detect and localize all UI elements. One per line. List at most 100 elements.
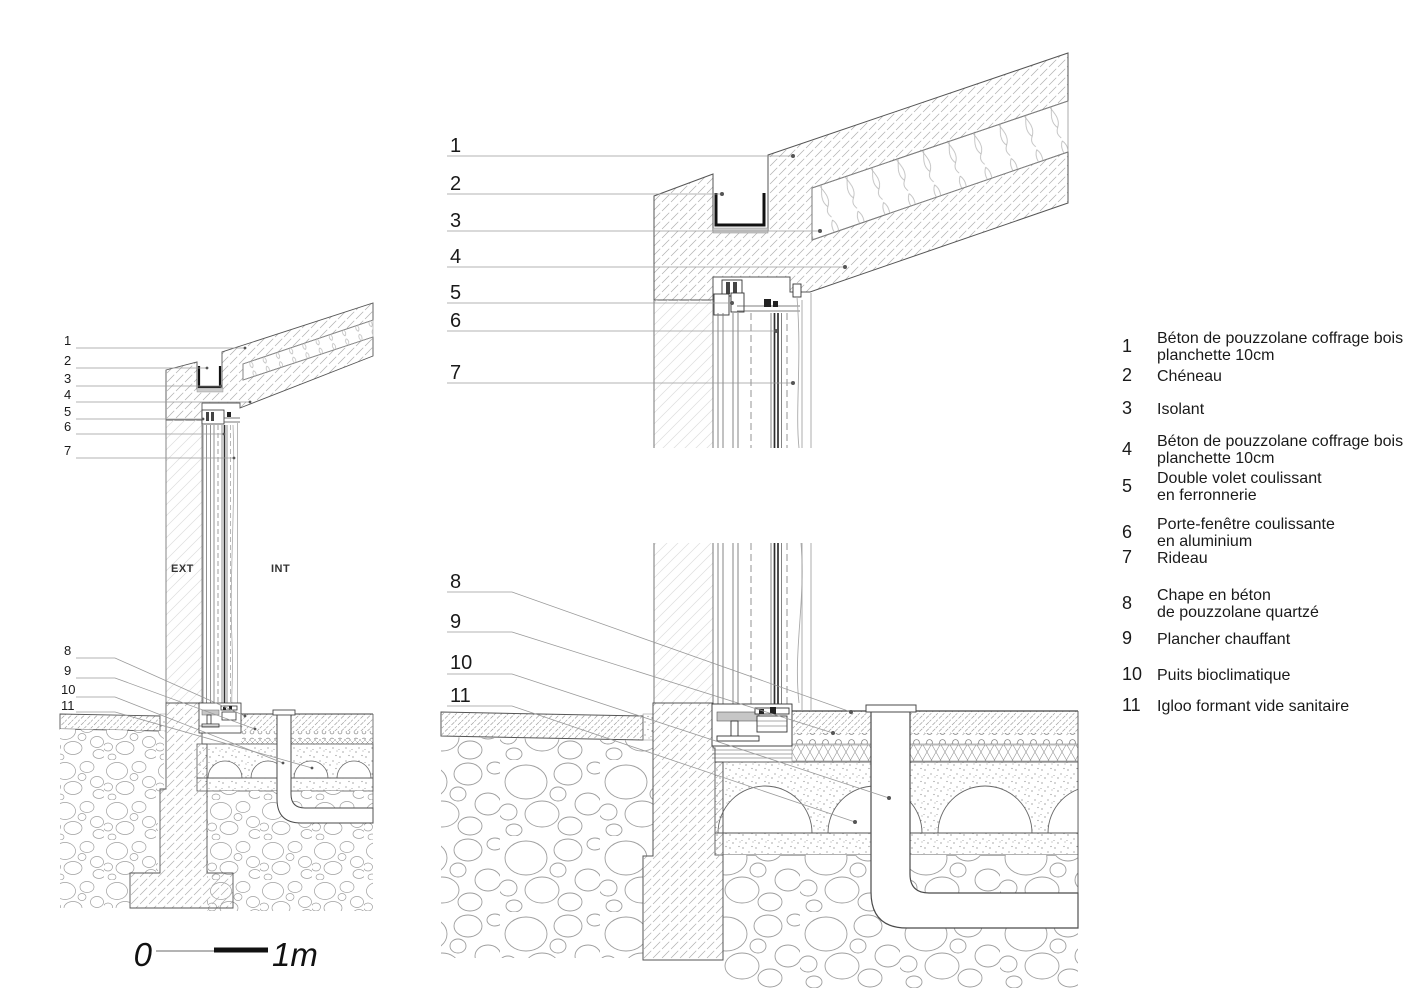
overview-wall [166,420,202,705]
detail-ext-pebbles [441,737,653,958]
curtain-rail-bracket [792,283,802,298]
overview-igloo-arches [207,760,372,779]
overview-callout-5: 5 [64,404,71,419]
legend-label-3-line1: Isolant [1157,401,1205,418]
overview-callouts-lower: 8 9 10 11 [61,643,314,770]
legend-num-10: 10 [1122,664,1142,684]
detail-curtain-upper [796,296,800,449]
detail-roof-gutter: 1 2 3 4 5 6 7 [447,52,1069,449]
legend-item-8: 8 Chape en béton de pouzzolane quartzé [1122,587,1319,621]
detail-callout-11: 11 [450,685,471,707]
legend-label-7-line1: Rideau [1157,550,1208,567]
detail-heating-layer [792,733,1078,744]
legend-label-9-line1: Plancher chauffant [1157,631,1291,648]
detail-callout-8: 8 [450,571,461,593]
detail-wall-upper [654,300,713,448]
overview-callout-10: 10 [61,682,75,697]
detail-chape [792,711,1078,733]
overview-callouts-upper: 1 2 3 4 5 6 7 [64,333,252,460]
legend-item-10: 10 Puits bioclimatique [1122,664,1291,684]
detail-roof-insulation [811,100,1069,241]
legend-num-5: 5 [1122,476,1132,496]
overview-ext-pebbles [60,729,164,908]
legend-label-6-line1: Porte-fenêtre coulissante [1157,516,1335,533]
overview-curtain-line [230,424,235,706]
overview-roof-insulation [242,319,374,381]
legend-num-6: 6 [1122,522,1132,542]
detail-callout-6: 6 [450,310,461,332]
overview-callout-11: 11 [61,698,75,713]
overview-gutter-liner [197,366,222,389]
legend-label-4-line2: planchette 10cm [1157,450,1274,467]
detail-callout-4: 4 [450,246,461,268]
detail-window-lines-upper [717,293,812,449]
overview-callout-3: 3 [64,371,71,386]
legend-label-11-line1: Igloo formant vide sanitaire [1157,698,1349,715]
int-zone-label: INT [271,563,290,575]
legend-item-2: 2 Chéneau [1122,365,1222,385]
legend-label-8-line1: Chape en béton [1157,587,1271,604]
detail-callout-9: 9 [450,611,461,633]
overview-window-sill [198,702,242,734]
legend-item-7: 7 Rideau [1122,547,1208,567]
legend-label-10-line1: Puits bioclimatique [1157,667,1291,684]
detail-wall-footing [642,702,724,961]
overview-chape [241,714,373,731]
legend-label-5-line2: en ferronnerie [1157,487,1257,504]
legend-num-11: 11 [1122,695,1141,715]
detail-wall-lower-run [654,543,713,703]
detail-callout-1: 1 [450,135,461,157]
overview-gutter-insulant-strip [196,387,224,393]
detail-floor: 8 9 10 11 [440,542,1079,988]
overview-callout-2: 2 [64,353,71,368]
legend-num-7: 7 [1122,547,1132,567]
detail-callouts-upper: 1 2 3 4 5 6 7 [447,135,847,385]
legend-label-8-line2: de pouzzolane quartzé [1157,604,1319,621]
detail-callout-2: 2 [450,173,461,195]
legend-item-6: 6 Porte-fenêtre coulissante en aluminium [1122,516,1335,550]
legend-num-1: 1 [1122,336,1132,356]
detail-gutter-insulant-strip [712,227,769,234]
detail-curtain-lower [796,542,803,704]
overview-callout-9: 9 [64,663,71,678]
scale-one-meter-label: 1m [272,936,318,973]
overview-ext-paving [59,713,161,732]
detail-window-lines-lower [717,542,812,718]
overview-pipe-cap [272,709,296,716]
legend-label-2-line1: Chéneau [1157,368,1222,385]
overview-section: EXT INT 1 2 3 4 5 6 7 8 9 10 [59,302,374,911]
legend-num-4: 4 [1122,439,1132,459]
detail-callout-3: 3 [450,210,461,232]
overview-callout-6: 6 [64,419,71,434]
overview-callout-4: 4 [64,387,71,402]
legend-label-6-line2: en aluminium [1157,533,1252,550]
legend-item-3: 3 Isolant [1122,398,1205,418]
legend-item-9: 9 Plancher chauffant [1122,628,1291,648]
overview-heating-layer [241,731,373,739]
overview-floor-insulation [241,739,373,744]
overview-window-lines [202,423,238,712]
scale-zero-label: 0 [134,936,153,973]
ext-zone-label: EXT [171,563,194,575]
detail-pipe-cap [865,704,917,713]
legend-item-11: 11 Igloo formant vide sanitaire [1122,695,1349,715]
legend-item-1: 1 Béton de pouzzolane coffrage bois plan… [1122,330,1403,364]
legend-label-5-line1: Double volet coulissant [1157,470,1322,487]
legend-num-8: 8 [1122,593,1132,613]
detail-window-sill [711,703,793,759]
legend-item-5: 5 Double volet coulissant en ferronnerie [1122,470,1322,504]
legend-label-1-line2: planchette 10cm [1157,347,1274,364]
overview-callout-8: 8 [64,643,71,658]
overview-callout-1: 1 [64,333,71,348]
detail-window-head [713,279,802,316]
detail-callout-5: 5 [450,282,461,304]
detail-floor-insulation [791,744,1079,762]
legend-label-4-line1: Béton de pouzzolane coffrage bois [1157,433,1403,450]
legend-label-1-line1: Béton de pouzzolane coffrage bois [1157,330,1403,347]
overview-callout-7: 7 [64,443,71,458]
legend-num-2: 2 [1122,365,1132,385]
overview-wall-footing [129,702,234,909]
legend-num-9: 9 [1122,628,1132,648]
